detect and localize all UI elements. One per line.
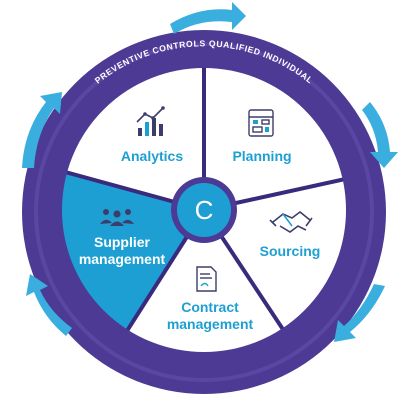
document-icon (196, 266, 217, 292)
segment-label-planning: Planning (232, 148, 291, 164)
segment-label-sourcing: Sourcing (260, 243, 321, 259)
arrow-bottom-left-icon (26, 274, 72, 336)
bar-chart-icon (136, 106, 165, 136)
wheel-border (56, 62, 352, 358)
handshake-icon (269, 210, 313, 233)
segment-label-supplier-line1: Supplier (94, 234, 151, 250)
arrow-bottom-right-icon (334, 284, 385, 342)
center-hub (177, 183, 231, 237)
center-letter: C (195, 195, 214, 225)
segment-label-supplier-line2: management (79, 251, 166, 267)
segment-label-contract-line2: management (167, 316, 254, 332)
arrow-top-right-icon (170, 2, 246, 34)
segment-wheel (59, 65, 349, 355)
people-group-icon (100, 209, 134, 226)
outer-ring-inner-edge (34, 42, 374, 382)
arrow-left-icon (22, 92, 62, 168)
segment-label-contract-line1: Contract (181, 299, 239, 315)
cycle-arrows (22, 2, 398, 342)
segment-supplier-management-fill (59, 171, 204, 330)
segment-label-analytics: Analytics (121, 148, 183, 164)
planning-board-icon (248, 109, 274, 137)
arrow-right-icon (362, 102, 398, 168)
